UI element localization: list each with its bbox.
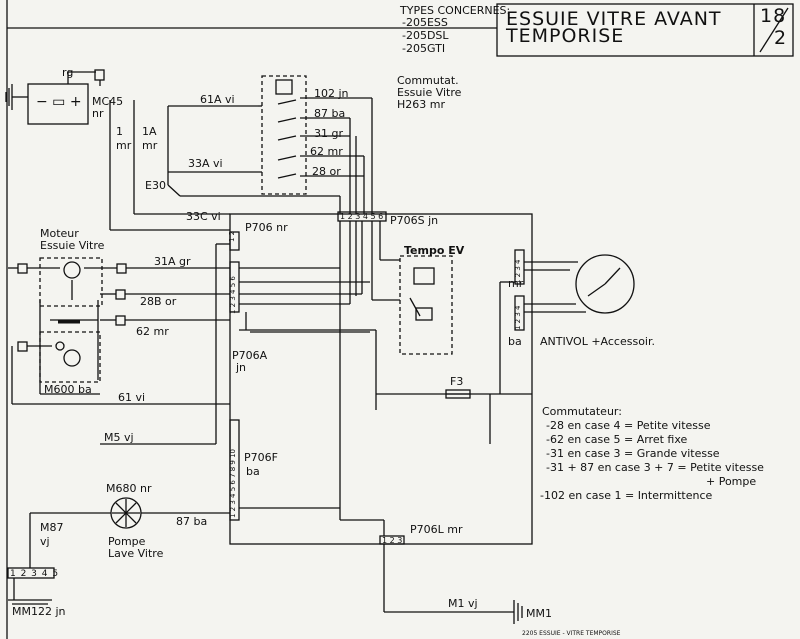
wire-62: 62 mr	[310, 145, 343, 158]
wire-28: 28 or	[312, 165, 341, 178]
p706l-pins: 1 2 3	[382, 536, 403, 545]
type-ess: -205ESS	[402, 16, 448, 29]
f3-label: F3	[450, 375, 464, 388]
page-slash	[759, 7, 789, 53]
page-number-top: 18	[760, 5, 787, 27]
wire-1a: 1A	[142, 125, 157, 138]
battery-polarity: − ▭ +	[36, 94, 82, 110]
pompe-line-2: Lave Vitre	[108, 547, 164, 560]
wire-m5: M5 vj	[104, 431, 134, 444]
wire-1: 1	[116, 125, 123, 138]
p706-pins: 1 2	[228, 230, 236, 242]
legend-title: Commutateur:	[542, 405, 622, 418]
wire-102: 102 jn	[314, 87, 349, 100]
wire-m87-color: vj	[40, 535, 50, 548]
wire-31: 31 gr	[314, 127, 343, 140]
battery-box	[27, 83, 89, 125]
mm122-pins: 1 2 3 4 5	[10, 569, 60, 579]
wire-1a-color: mr	[142, 139, 158, 152]
moteur-line-2: Essuie Vitre	[40, 239, 105, 252]
p706l-label: P706L mr	[410, 523, 463, 536]
mc45-connector	[94, 69, 105, 81]
wire-1-color: mr	[116, 139, 132, 152]
commutator-box	[261, 75, 307, 195]
p706s-label: P706S jn	[390, 214, 439, 227]
legend-line-4: -31 + 87 en case 3 + 7 = Petite vitesse	[546, 461, 764, 474]
commutat-line-1: Commutat.	[397, 74, 459, 87]
motor-box	[39, 257, 103, 307]
wire-m1: M1 vj	[448, 597, 478, 610]
commutat-line-2: Essuie Vitre	[397, 86, 462, 99]
legend-line-3: -31 en case 3 = Grande vitesse	[546, 447, 720, 460]
mc45-color: nr	[92, 107, 104, 120]
moteur-line-1: Moteur	[40, 227, 79, 240]
title-line-2: TEMPORISE	[506, 25, 625, 47]
page-number-bottom: 2	[774, 27, 788, 49]
mm122-connector	[7, 567, 55, 579]
wire-61a: 61A vi	[200, 93, 235, 106]
ground-left	[5, 84, 28, 110]
type-gti: -205GTI	[402, 42, 446, 55]
antivol-label: ANTIVOL +Accessoir.	[540, 335, 656, 348]
wire-m87: M87	[40, 521, 64, 534]
mm122-label: MM122 jn	[12, 605, 66, 618]
p706a-line-2: jn	[236, 361, 247, 374]
tempo-box	[399, 255, 453, 355]
footer-text: 2205 ESSUIE - VITRE TEMPORISE	[522, 630, 621, 637]
wire-62b: 62 mr	[136, 325, 169, 338]
mm1-label: MM1	[526, 607, 552, 620]
p706f-line-2: ba	[246, 465, 260, 478]
type-dsl: -205DSL	[402, 29, 449, 42]
p706-label: P706 nr	[245, 221, 288, 234]
p706f-line-1: P706F	[244, 451, 278, 464]
m600-label: M600 ba	[44, 383, 92, 396]
title-frame	[496, 3, 794, 57]
wire-ba: ba	[508, 335, 522, 348]
motor-symbol	[63, 261, 81, 279]
module-box	[229, 213, 533, 545]
wire-28b: 28B or	[140, 295, 177, 308]
p706a-pins: 1 2 3 4 5 6	[229, 276, 237, 314]
wire-61: 61 vi	[118, 391, 146, 404]
legend-line-2: -62 en case 5 = Arret fixe	[546, 433, 688, 446]
p706a-line-1: P706A	[232, 349, 268, 362]
title-line-1: ESSUIE VITRE AVANT	[506, 8, 722, 30]
commutator-top	[275, 79, 293, 95]
wire-33c: 33C vi	[186, 210, 221, 223]
fuse-f3	[445, 389, 471, 399]
wire-33a: 33A vi	[188, 157, 223, 170]
commutat-line-3: H263 mr	[397, 98, 446, 111]
wire-87b: 87 ba	[176, 515, 208, 528]
tempo-label: Tempo EV	[404, 244, 465, 257]
types-title: TYPES CONCERNES:	[400, 4, 511, 17]
mc45-label: MC45	[92, 95, 124, 108]
e30-label: E30	[145, 179, 166, 192]
pompe-line-1: Pompe	[108, 535, 146, 548]
wiper-motor-circle	[575, 254, 635, 314]
battery-rg-label: rg	[62, 66, 74, 79]
wire-87: 87 ba	[314, 107, 346, 120]
m680-label: M680 nr	[106, 482, 152, 495]
legend-line-6: -102 en case 1 = Intermittence	[540, 489, 713, 502]
p706s-pins: 1 2 3 4 5 6	[340, 212, 384, 221]
wire-31a: 31A gr	[154, 255, 191, 268]
wire-mr: mr	[508, 277, 524, 290]
antivol-pins-bottom: 1 2 3 4	[514, 305, 522, 331]
legend-line-1: -28 en case 4 = Petite vitesse	[546, 419, 711, 432]
legend-line-5: + Pompe	[706, 475, 757, 488]
p706f-pins: 1 2 3 4 5 6 7 8 9 10	[229, 448, 237, 518]
